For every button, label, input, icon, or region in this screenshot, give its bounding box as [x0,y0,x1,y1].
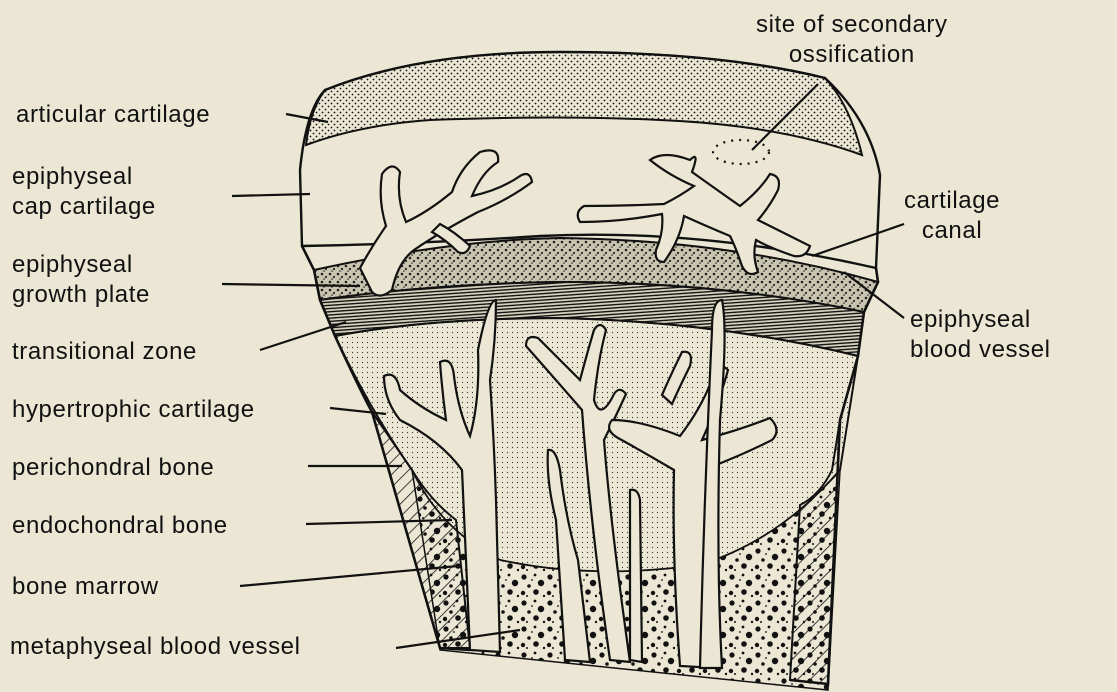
label-epiphyseal-growth-plate-line1: epiphyseal [12,250,150,280]
label-epiphyseal-cap-cartilage-line1: epiphyseal [12,162,156,192]
leader-transitional-zone [260,322,346,350]
label-perichondral-bone: perichondral bone [12,453,214,483]
label-bone-marrow: bone marrow [12,572,159,602]
label-epiphyseal-cap-cartilage-line2: cap cartilage [12,192,156,222]
leader-cap-cartilage [232,194,310,196]
label-epiphyseal-cap-cartilage: epiphyseal cap cartilage [12,162,156,222]
label-cartilage-canal: cartilage canal [904,186,1000,246]
label-endochondral-bone: endochondral bone [12,511,228,541]
label-epiphyseal-growth-plate-line2: growth plate [12,280,150,310]
label-transitional-zone: transitional zone [12,337,197,367]
label-hypertrophic-cartilage: hypertrophic cartilage [12,395,255,425]
label-cartilage-canal-line2: canal [904,216,1000,246]
label-secondary-ossification-line2: ossification [756,40,948,70]
label-epiphyseal-blood-vessel-line2: blood vessel [910,335,1051,365]
label-cartilage-canal-line1: cartilage [904,186,1000,216]
label-secondary-ossification-line1: site of secondary [756,10,948,40]
label-site-of-secondary-ossification: site of secondary ossification [756,10,948,70]
label-epiphyseal-blood-vessel: epiphyseal blood vessel [910,305,1051,365]
label-articular-cartilage: articular cartilage [16,100,210,130]
label-epiphyseal-blood-vessel-line1: epiphyseal [910,305,1051,335]
label-epiphyseal-growth-plate: epiphyseal growth plate [12,250,150,310]
label-metaphyseal-blood-vessel: metaphyseal blood vessel [10,632,301,662]
